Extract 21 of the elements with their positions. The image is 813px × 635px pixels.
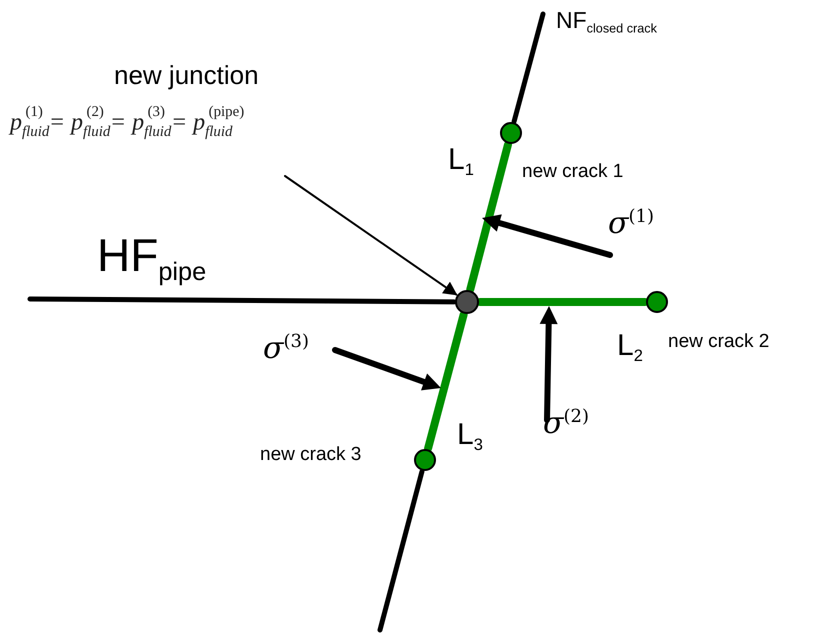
crack-tip-point bbox=[414, 449, 436, 471]
fracture-line bbox=[378, 469, 424, 632]
fracture-line bbox=[28, 296, 456, 304]
fracture-line bbox=[512, 12, 546, 124]
fracture-label: NF$_{closed crack}$ bbox=[556, 9, 657, 36]
stress-label: σ$^{(1)}$ bbox=[608, 208, 654, 239]
crack-tip-point bbox=[500, 122, 522, 144]
length-label: L$_{2}$ bbox=[617, 331, 643, 364]
length-label: L$_{1}$ bbox=[448, 145, 474, 178]
junction-point bbox=[455, 290, 479, 314]
crack-label: new crack 2 bbox=[668, 332, 770, 351]
crack-label: new crack 1 bbox=[522, 162, 624, 181]
fracture-label: HF$_{pipe}$ bbox=[97, 232, 206, 286]
crack-tip-point bbox=[646, 291, 668, 313]
crack-label: new crack 3 bbox=[260, 445, 362, 464]
new-crack-line bbox=[466, 140, 512, 294]
leader-arrow bbox=[284, 175, 458, 296]
new-crack-line bbox=[424, 310, 468, 452]
stress-label: σ$^{(3)}$ bbox=[263, 333, 309, 364]
junction-label: new junction bbox=[114, 62, 259, 88]
length-label: L$_{3}$ bbox=[457, 420, 483, 454]
